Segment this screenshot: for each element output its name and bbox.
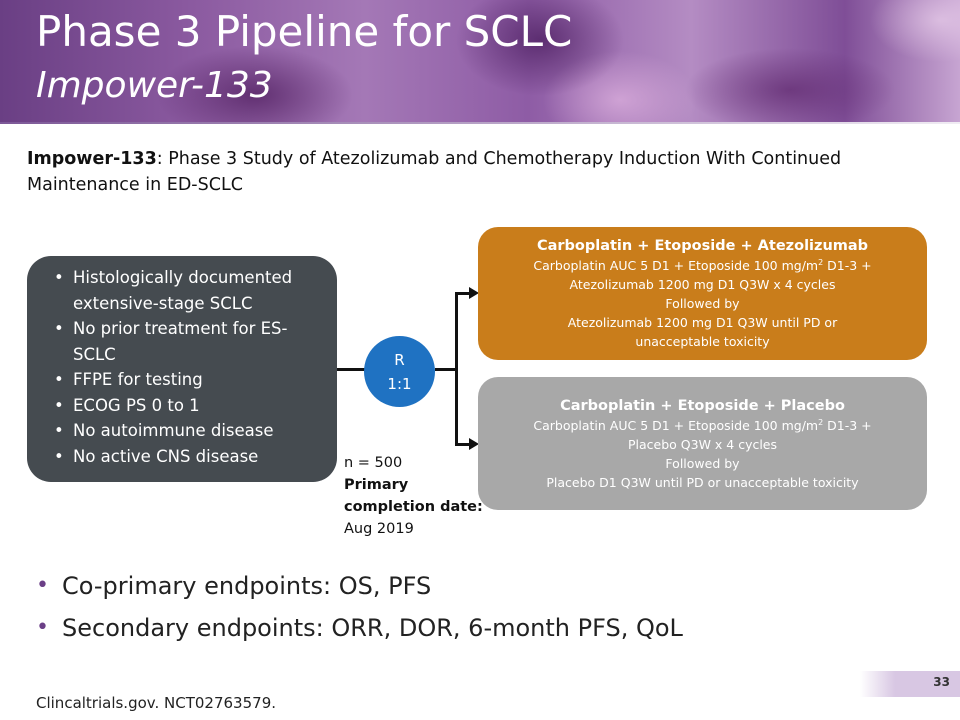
arm-dosing-line: Carboplatin AUC 5 D1 + Etoposide 100 mg/…	[533, 417, 872, 433]
slide-title: Phase 3 Pipeline for SCLC	[36, 7, 573, 56]
study-description: : Phase 3 Study of Atezolizumab and Chem…	[27, 149, 842, 195]
branch-line-top	[455, 292, 471, 295]
eligibility-item: No prior treatment for ES-SCLC	[53, 316, 325, 367]
arm-maintenance-line: Atezolizumab 1200 mg D1 Q3W until PD or	[567, 315, 838, 330]
connector-criteria-to-randomization	[337, 368, 365, 371]
arm-dosing-line: Atezolizumab 1200 mg D1 Q3W x 4 cycles	[569, 277, 836, 292]
arm-atezolizumab: Carboplatin + Etoposide + Atezolizumab C…	[478, 227, 927, 360]
page-number-bar: 33	[860, 671, 960, 697]
arm-title: Carboplatin + Etoposide + Atezolizumab	[536, 238, 869, 254]
arrow-to-atezolizumab-arm-icon	[469, 287, 479, 299]
arm-title: Carboplatin + Etoposide + Placebo	[560, 398, 845, 414]
enrollment-info: n = 500 Primary completion date: Aug 201…	[344, 452, 484, 540]
arm-dosing-line: Placebo Q3W x 4 cycles	[627, 437, 778, 452]
arrow-to-placebo-arm-icon	[469, 438, 479, 450]
randomization-circle: R 1:1	[364, 336, 435, 407]
randomization-letter: R	[394, 350, 405, 369]
arm-maintenance-line: unacceptable toxicity	[635, 334, 770, 349]
title-banner	[0, 0, 960, 122]
citation: Clincaltrials.gov. NCT02763579.	[36, 694, 276, 712]
branch-line-bottom	[455, 443, 471, 446]
eligibility-criteria-box: Histologically documented extensive-stag…	[27, 256, 337, 482]
completion-label-line2: completion date:	[344, 499, 483, 515]
arm-followed-by: Followed by	[665, 456, 740, 471]
slide-subtitle: Impower-133	[36, 65, 273, 106]
eligibility-item: ECOG PS 0 to 1	[53, 393, 325, 419]
eligibility-item: FFPE for testing	[53, 367, 325, 393]
eligibility-item: Histologically documented extensive-stag…	[53, 265, 325, 316]
arm-maintenance-line: Placebo D1 Q3W until PD or unacceptable …	[546, 475, 859, 490]
eligibility-list: Histologically documented extensive-stag…	[53, 265, 325, 469]
page-number: 33	[933, 675, 950, 689]
study-name: Impower-133	[27, 149, 157, 169]
connector-randomization-to-branch	[435, 368, 457, 371]
endpoint-item: Secondary endpoints: ORR, DOR, 6-month P…	[36, 610, 916, 646]
branch-vertical-line	[455, 292, 458, 446]
randomization-ratio: 1:1	[387, 374, 412, 393]
completion-label-line1: Primary	[344, 477, 409, 493]
eligibility-item: No autoimmune disease	[53, 418, 325, 444]
endpoints-list: Co-primary endpoints: OS, PFS Secondary …	[36, 568, 916, 652]
completion-date: Aug 2019	[344, 521, 414, 537]
arm-placebo: Carboplatin + Etoposide + Placebo Carbop…	[478, 377, 927, 510]
enrollment-count: n = 500	[344, 455, 403, 471]
banner-divider	[0, 122, 960, 124]
arm-followed-by: Followed by	[665, 296, 740, 311]
arm-dosing-line: Carboplatin AUC 5 D1 + Etoposide 100 mg/…	[533, 257, 872, 273]
endpoint-item: Co-primary endpoints: OS, PFS	[36, 568, 916, 604]
study-heading: Impower-133: Phase 3 Study of Atezolizum…	[27, 146, 887, 198]
eligibility-item: No active CNS disease	[53, 444, 325, 470]
